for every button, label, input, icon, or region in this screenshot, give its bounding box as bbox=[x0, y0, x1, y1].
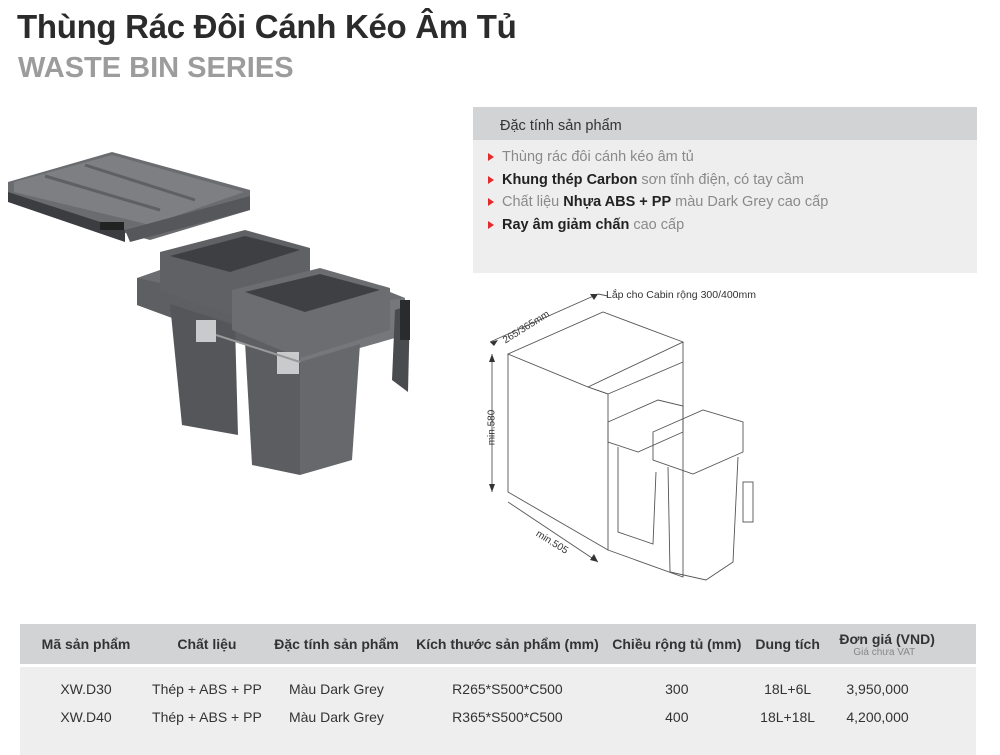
cell-price: 4,200,000 bbox=[825, 703, 976, 731]
cell-material: Thép + ABS + PP bbox=[152, 703, 262, 731]
col-header-price: Đơn giá (VND) Giá chưa VAT bbox=[825, 624, 976, 667]
feature-item: Thùng rác đôi cánh kéo âm tủ bbox=[488, 146, 977, 169]
bullet-arrow-icon bbox=[488, 220, 494, 229]
col-header-dimensions: Kích thước sản phẩm (mm) bbox=[411, 624, 604, 667]
cell-cabinet-width: 300 bbox=[603, 667, 750, 703]
col-header-cabinet-width: Chiều rộng tủ (mm) bbox=[603, 624, 750, 667]
cell-dimensions: R265*S500*C500 bbox=[411, 667, 604, 703]
col-header-code: Mã sản phẩm bbox=[20, 624, 153, 667]
table-spacer-row bbox=[20, 731, 976, 755]
product-spec-table: Mã sản phẩm Chất liệu Đặc tính sản phẩm … bbox=[20, 624, 976, 755]
features-list: Thùng rác đôi cánh kéo âm tủ Khung thép … bbox=[473, 140, 977, 236]
cell-feature: Màu Dark Grey bbox=[261, 667, 412, 703]
cell-capacity: 18L+18L bbox=[749, 703, 826, 731]
cabinet-width-caption: Lắp cho Cabin rộng 300/400mm bbox=[606, 289, 757, 301]
table-row: XW.D30 Thép + ABS + PP Màu Dark Grey R26… bbox=[20, 667, 976, 703]
feature-item: Ray âm giảm chấn cao cấp bbox=[488, 214, 977, 237]
bullet-arrow-icon bbox=[488, 153, 494, 161]
lid-tray-icon bbox=[8, 152, 250, 242]
cell-code: XW.D30 bbox=[20, 667, 153, 703]
height-dimension-label: min.580 bbox=[486, 409, 498, 446]
cell-price: 3,950,000 bbox=[825, 667, 976, 703]
col-header-capacity: Dung tích bbox=[749, 624, 826, 667]
product-image bbox=[8, 152, 410, 475]
feature-item: Chất liệu Nhựa ABS + PP màu Dark Grey ca… bbox=[488, 191, 977, 214]
bullet-arrow-icon bbox=[488, 175, 494, 184]
page-subtitle: WASTE BIN SERIES bbox=[18, 52, 294, 84]
col-header-feature: Đặc tính sản phẩm bbox=[261, 624, 412, 667]
bullet-arrow-icon bbox=[488, 198, 494, 206]
col-header-material: Chất liệu bbox=[152, 624, 262, 667]
page-title: Thùng Rác Đôi Cánh Kéo Âm Tủ bbox=[17, 8, 517, 45]
feature-item: Khung thép Carbon sơn tĩnh điện, có tay … bbox=[488, 169, 977, 192]
waste-bin-assembly-icon bbox=[137, 230, 410, 475]
table-row: XW.D40 Thép + ABS + PP Màu Dark Grey R36… bbox=[20, 703, 976, 731]
features-heading: Đặc tính sản phẩm bbox=[473, 107, 977, 140]
cell-material: Thép + ABS + PP bbox=[152, 667, 262, 703]
cell-cabinet-width: 400 bbox=[603, 703, 750, 731]
cell-dimensions: R365*S500*C500 bbox=[411, 703, 604, 731]
cabinet-line-drawing-icon bbox=[489, 293, 754, 581]
technical-drawing: Lắp cho Cabin rộng 300/400mm 265/365mm m… bbox=[478, 282, 808, 600]
cell-code: XW.D40 bbox=[20, 703, 153, 731]
features-panel: Đặc tính sản phẩm Thùng rác đôi cánh kéo… bbox=[473, 107, 977, 273]
table-header-row: Mã sản phẩm Chất liệu Đặc tính sản phẩm … bbox=[20, 624, 976, 667]
cell-capacity: 18L+6L bbox=[749, 667, 826, 703]
cell-feature: Màu Dark Grey bbox=[261, 703, 412, 731]
